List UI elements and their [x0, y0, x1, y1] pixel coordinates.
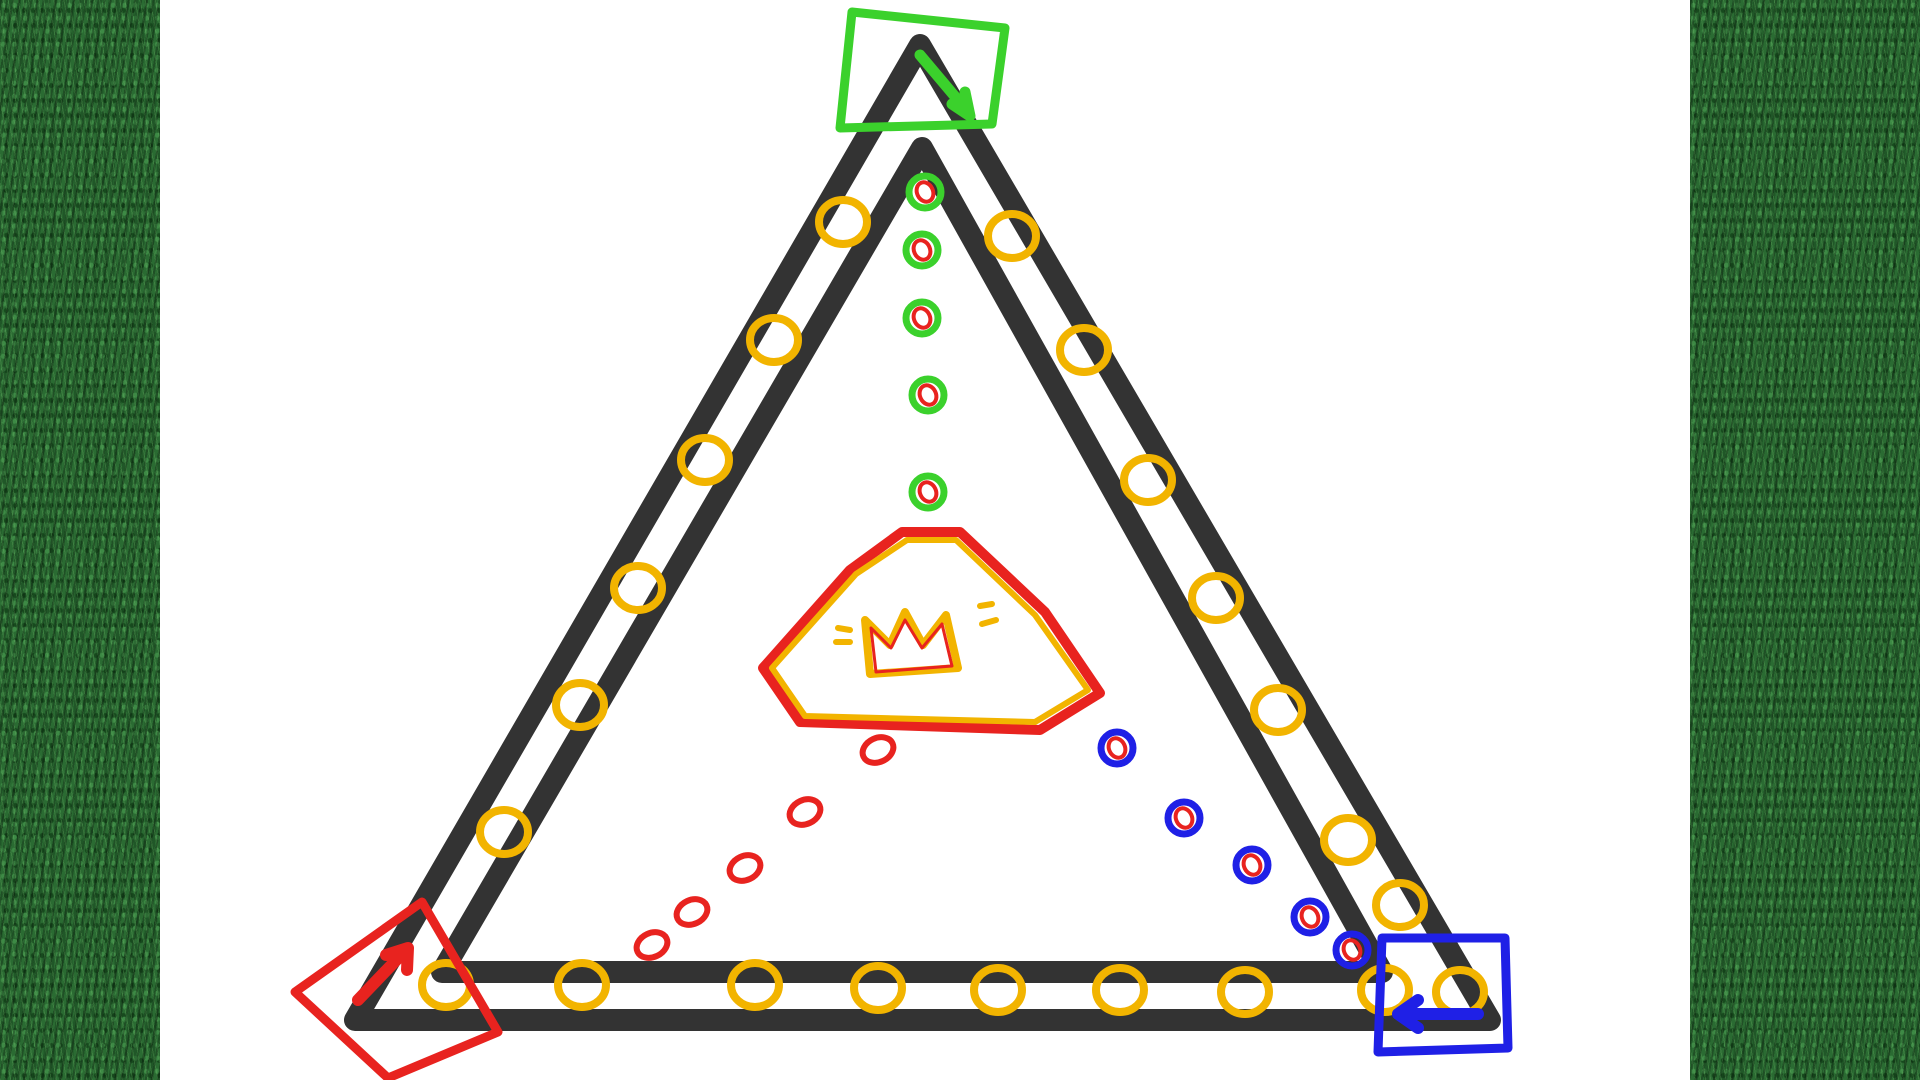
blue-start-square[interactable] [1373, 933, 1513, 1057]
red-start-outline [290, 897, 503, 1080]
track-space[interactable] [746, 314, 802, 366]
grass-border-left [0, 0, 160, 1080]
blue-home-space[interactable] [1232, 845, 1272, 885]
red-home-path [632, 732, 897, 962]
triangle-track [344, 34, 1501, 1031]
track-space[interactable] [727, 959, 783, 1011]
center-zone-highlight [769, 537, 1091, 725]
blue-home-space[interactable] [1164, 798, 1204, 838]
track-outer-line [344, 34, 1501, 1031]
crown-icon-outline [869, 618, 954, 674]
green-home-space[interactable] [908, 375, 948, 415]
green-home-path [902, 172, 948, 512]
red-start-square[interactable] [290, 897, 503, 1080]
green-home-space-mark [914, 180, 936, 204]
game-board [160, 0, 1690, 1080]
track-space[interactable] [1188, 572, 1244, 624]
grass-border-right [1690, 0, 1920, 1080]
blue-home-space[interactable] [1332, 930, 1372, 970]
red-home-space-mark[interactable] [785, 794, 824, 829]
sparkle-right-icon [977, 601, 999, 627]
track-space[interactable] [850, 962, 906, 1014]
green-arrow-icon [914, 49, 976, 122]
green-home-space[interactable] [902, 298, 942, 338]
blue-home-space[interactable] [1097, 728, 1137, 768]
track-space[interactable] [677, 434, 733, 486]
board-drawing [290, 7, 1513, 1080]
green-start-square[interactable] [835, 7, 1010, 133]
blue-home-space-mark [1299, 905, 1321, 929]
green-start-outline [835, 7, 1010, 133]
green-home-space-mark [917, 480, 939, 504]
track-space[interactable] [815, 196, 871, 248]
track-space[interactable] [554, 959, 610, 1011]
track-space[interactable] [552, 679, 608, 731]
blue-home-space[interactable] [1290, 897, 1330, 937]
blue-home-path [1097, 728, 1372, 970]
red-home-space-mark[interactable] [725, 850, 764, 885]
track-space[interactable] [1217, 966, 1273, 1018]
blue-home-space-mark [1241, 853, 1263, 877]
green-home-space[interactable] [908, 472, 948, 512]
track-space[interactable] [1056, 324, 1112, 376]
track-space[interactable] [984, 210, 1040, 262]
track-space[interactable] [1250, 684, 1306, 736]
green-home-space-mark [911, 306, 933, 330]
blue-home-space-mark [1341, 938, 1363, 962]
track-space[interactable] [970, 964, 1026, 1016]
red-home-space-mark[interactable] [672, 894, 711, 929]
sparkle-left-icon [833, 625, 853, 645]
center-zone-outline [758, 527, 1105, 735]
blue-arrow-icon [1392, 994, 1484, 1034]
track-space[interactable] [610, 562, 666, 614]
track-space[interactable] [476, 806, 532, 858]
green-home-space-mark [911, 238, 933, 262]
track-space[interactable] [1372, 879, 1428, 931]
blue-home-space-mark [1173, 806, 1195, 830]
crown-icon [861, 608, 962, 678]
green-home-space[interactable] [905, 172, 945, 212]
red-arrow-icon [352, 942, 414, 1006]
track-space[interactable] [1320, 814, 1376, 866]
green-home-space[interactable] [902, 230, 942, 270]
red-home-space-mark[interactable] [858, 732, 897, 767]
track-inner-line [431, 137, 1393, 983]
red-home-space-mark[interactable] [632, 927, 671, 962]
center-crown-zone[interactable] [758, 527, 1105, 735]
track-space[interactable] [1092, 964, 1148, 1016]
green-home-space-mark [917, 383, 939, 407]
blue-home-space-mark [1106, 736, 1128, 760]
track-space[interactable] [1120, 454, 1176, 506]
blue-start-outline [1373, 933, 1513, 1057]
